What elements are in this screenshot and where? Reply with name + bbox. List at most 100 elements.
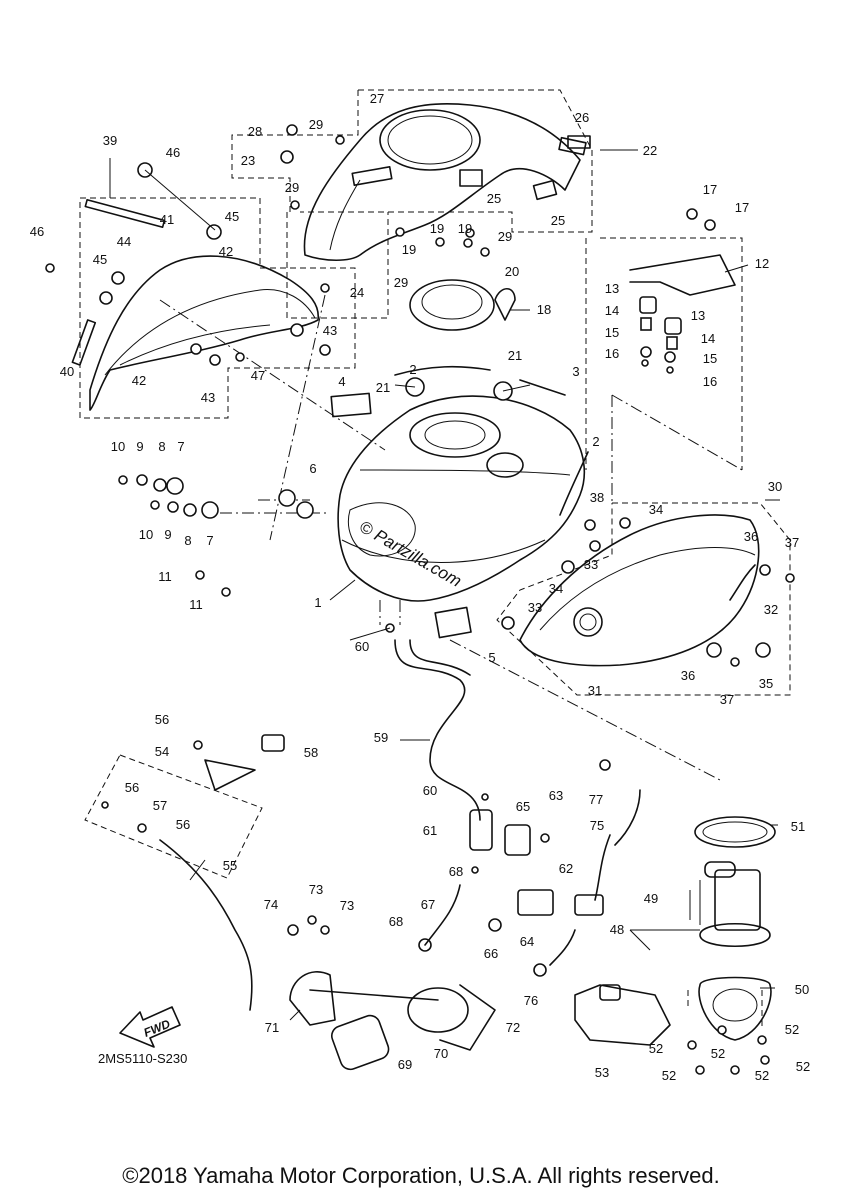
callout: 32 xyxy=(764,602,778,617)
callout: 11 xyxy=(189,597,203,612)
callout: 66 xyxy=(484,946,498,961)
callout: 8 xyxy=(158,439,165,454)
callout: 33 xyxy=(528,600,542,615)
callout: 17 xyxy=(735,200,749,215)
callout: 44 xyxy=(117,234,131,249)
callout: 2 xyxy=(592,434,599,449)
callout: 42 xyxy=(219,244,233,259)
callout: 60 xyxy=(355,639,369,654)
callout: 29 xyxy=(309,117,323,132)
callout: 2 xyxy=(409,362,416,377)
callout: 11 xyxy=(158,569,172,584)
callout: 61 xyxy=(423,823,437,838)
callout: 52 xyxy=(662,1068,676,1083)
callout: 68 xyxy=(389,914,403,929)
callout: 43 xyxy=(201,390,215,405)
callout: 3 xyxy=(572,364,579,379)
callout: 19 xyxy=(458,221,472,236)
callout: 8 xyxy=(184,533,191,548)
callout: 43 xyxy=(323,323,337,338)
callout: 15 xyxy=(605,325,619,340)
callout: 27 xyxy=(370,91,384,106)
callout: 72 xyxy=(506,1020,520,1035)
callout: 73 xyxy=(309,882,323,897)
callout: 36 xyxy=(681,668,695,683)
callout: 13 xyxy=(605,281,619,296)
side-cover-left xyxy=(71,198,319,411)
callout: 54 xyxy=(155,744,169,759)
hoses xyxy=(159,639,641,1011)
callout: 25 xyxy=(551,213,565,228)
callout: 68 xyxy=(449,864,463,879)
callout: 14 xyxy=(701,331,715,346)
callout: 9 xyxy=(136,439,143,454)
callout: 58 xyxy=(304,745,318,760)
seat-cover xyxy=(519,514,760,667)
callout: 10 xyxy=(139,527,153,542)
callout-numbers: 1 2 2 3 4 5 6 7 7 8 8 9 9 10 10 11 11 12… xyxy=(30,91,810,1083)
callout: 48 xyxy=(610,922,624,937)
callout: 71 xyxy=(265,1020,279,1035)
callout: 7 xyxy=(206,533,213,548)
fuel-tank xyxy=(337,395,586,602)
callout: 38 xyxy=(590,490,604,505)
callout: 33 xyxy=(584,557,598,572)
callout: 51 xyxy=(791,819,805,834)
callout: 22 xyxy=(643,143,657,158)
decals xyxy=(330,135,756,639)
callout: 45 xyxy=(93,252,107,267)
tank-top-cover xyxy=(303,102,587,262)
callout: 37 xyxy=(720,692,734,707)
callout: 57 xyxy=(153,798,167,813)
callout: 9 xyxy=(164,527,171,542)
callout: 52 xyxy=(796,1059,810,1074)
callout: 50 xyxy=(795,982,809,997)
callout: 52 xyxy=(711,1046,725,1061)
callout: 36 xyxy=(744,529,758,544)
callout: 30 xyxy=(768,479,782,494)
callout: 47 xyxy=(251,368,265,383)
diagram-code: 2MS5110-S230 xyxy=(98,1051,187,1066)
callout: 56 xyxy=(176,817,190,832)
callout: 46 xyxy=(166,145,180,160)
bracket-12 xyxy=(629,254,736,296)
callout: 5 xyxy=(488,650,495,665)
callout: 26 xyxy=(575,110,589,125)
callout: 39 xyxy=(103,133,117,148)
fasteners xyxy=(45,124,795,1075)
callout: 24 xyxy=(350,285,364,300)
callout: 34 xyxy=(649,502,663,517)
callout: 69 xyxy=(398,1057,412,1072)
callout: 29 xyxy=(285,180,299,195)
callout: 15 xyxy=(703,351,717,366)
callout: 55 xyxy=(223,858,237,873)
callout: 21 xyxy=(376,380,390,395)
callout: 34 xyxy=(549,581,563,596)
callout: 7 xyxy=(177,439,184,454)
copyright-text: ©2018 Yamaha Motor Corporation, U.S.A. A… xyxy=(122,1163,719,1188)
callout: 19 xyxy=(402,242,416,257)
callout: 16 xyxy=(703,374,717,389)
callout: 12 xyxy=(755,256,769,271)
callout: 6 xyxy=(309,461,316,476)
callout: 10 xyxy=(111,439,125,454)
callout: 14 xyxy=(605,303,619,318)
callout: 59 xyxy=(374,730,388,745)
callout: 19 xyxy=(430,221,444,236)
callout: 17 xyxy=(703,182,717,197)
callout: 4 xyxy=(338,374,345,389)
callout: 35 xyxy=(759,676,773,691)
callout: 31 xyxy=(588,683,602,698)
callout: 29 xyxy=(394,275,408,290)
callout: 74 xyxy=(264,897,278,912)
callout: 46 xyxy=(30,224,44,239)
callout: 62 xyxy=(559,861,573,876)
callout: 1 xyxy=(314,595,321,610)
fuel-cap xyxy=(409,279,516,331)
callout: 49 xyxy=(644,891,658,906)
callout: 20 xyxy=(505,264,519,279)
callout: 45 xyxy=(225,209,239,224)
callout: 28 xyxy=(248,124,262,139)
callout: 56 xyxy=(155,712,169,727)
